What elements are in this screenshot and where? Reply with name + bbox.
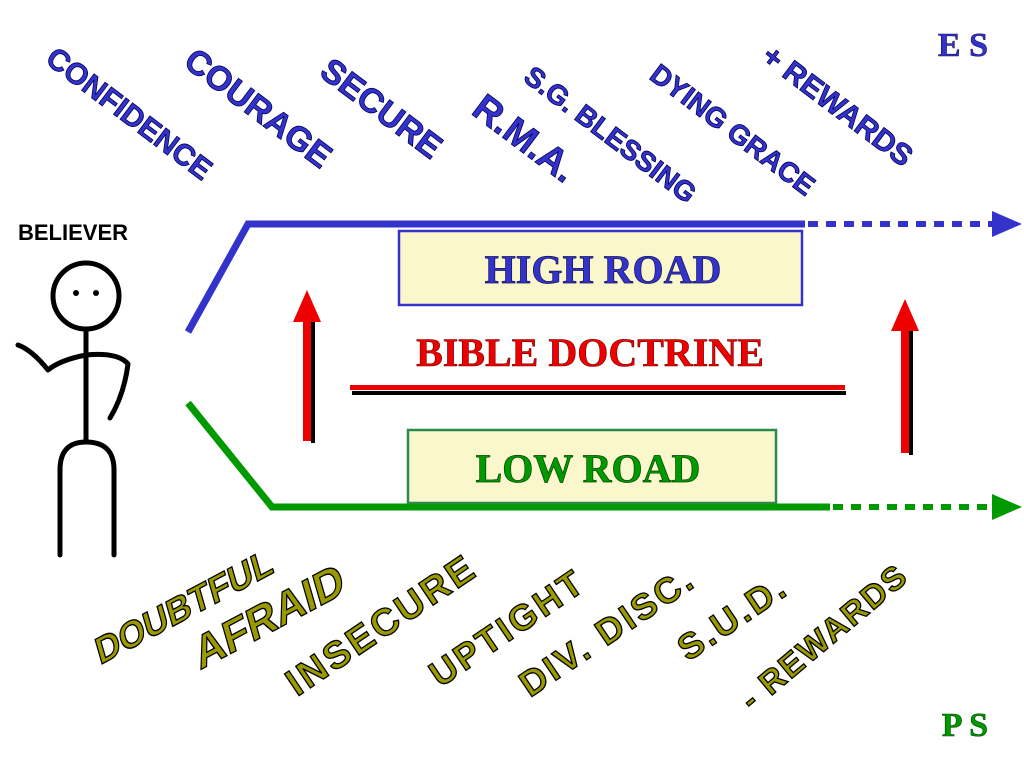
believer-label: BELIEVER bbox=[18, 220, 128, 245]
low-road-box: LOW ROAD bbox=[406, 428, 778, 505]
low-road-words: DOUBTFUL AFRAID INSECURE UPTIGHT DIV. DI… bbox=[90, 539, 915, 718]
high-road-words: CONFIDENCE COURAGE SECURE R.M.A. S.G. BL… bbox=[39, 39, 919, 210]
stick-figure-legs bbox=[57, 439, 117, 558]
low-road-path bbox=[185, 400, 1022, 520]
bible-doctrine-underline bbox=[350, 385, 845, 390]
red-up-arrow-left-icon bbox=[293, 290, 321, 443]
high-road-arrowhead bbox=[992, 211, 1022, 237]
corner-label-es: E S bbox=[938, 27, 988, 64]
low-road-arrowhead bbox=[992, 494, 1022, 520]
red-up-arrow-right-icon bbox=[891, 299, 919, 455]
stick-figure-eye-right bbox=[93, 290, 99, 296]
high-road-label: HIGH ROAD bbox=[485, 247, 722, 292]
low-road-label: LOW ROAD bbox=[476, 446, 701, 491]
stick-figure-arm-left bbox=[15, 342, 89, 373]
stick-figure-arm-right bbox=[83, 351, 131, 421]
high-road-path bbox=[184, 211, 1022, 334]
corner-label-ps: P S bbox=[942, 707, 988, 744]
bible-doctrine-label: BIBLE DOCTRINE bbox=[416, 330, 764, 375]
stick-figure-icon bbox=[15, 260, 131, 558]
bible-doctrine: BIBLE DOCTRINE bbox=[350, 330, 846, 395]
stick-figure-head bbox=[50, 260, 122, 332]
stick-figure-eye-left bbox=[73, 290, 79, 296]
high-road-box: HIGH ROAD bbox=[397, 229, 804, 307]
